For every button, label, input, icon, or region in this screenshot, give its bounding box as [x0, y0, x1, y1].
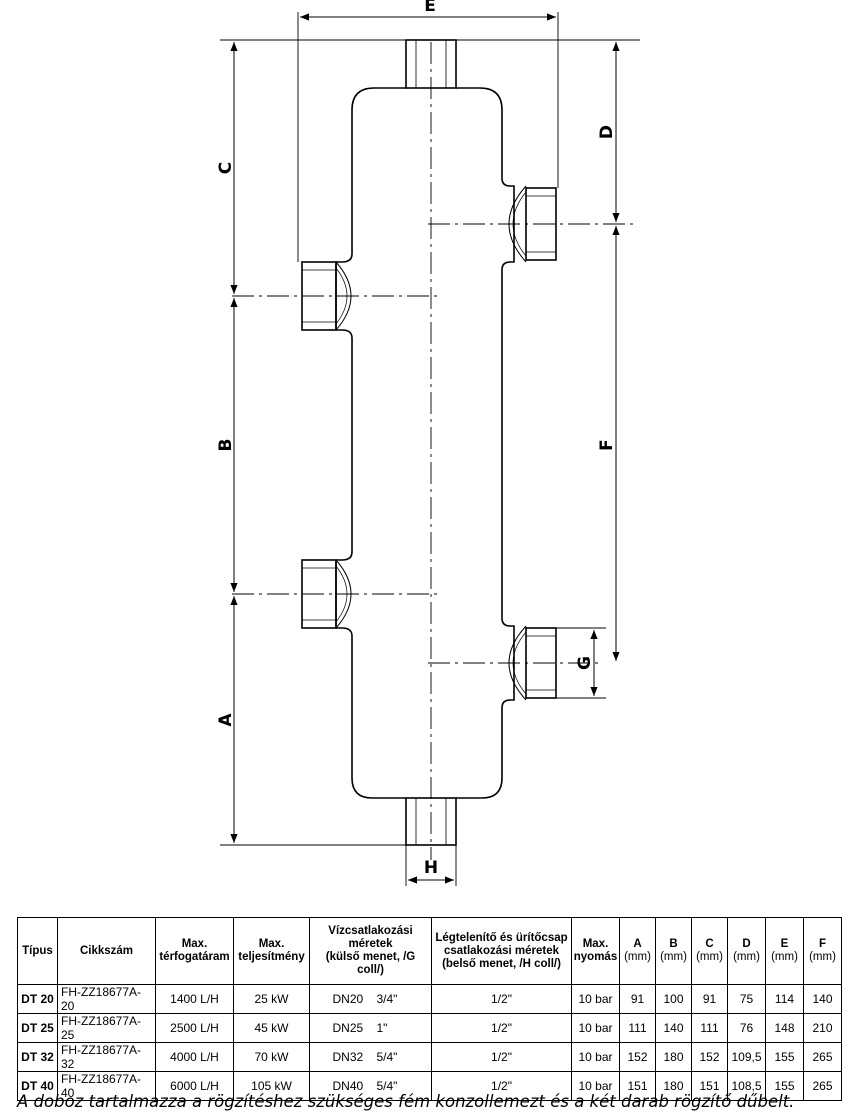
dim-label-h: H	[424, 858, 438, 878]
cell-power: 45 kW	[233, 1013, 310, 1043]
cell-a: 152	[619, 1042, 656, 1072]
cell-vent-connection: 1/2"	[431, 1013, 572, 1043]
dim-label-a: A	[216, 713, 236, 727]
table-row: DT 25 FH-ZZ18677A-25 2500 L/H 45 kW DN25…	[17, 1013, 842, 1043]
cell-power: 105 kW	[233, 1071, 310, 1101]
cell-power: 70 kW	[233, 1042, 310, 1072]
header-tipus: Típus	[17, 917, 58, 985]
dim-label-b: B	[216, 439, 236, 452]
cell-tipus: DT 20	[17, 984, 58, 1014]
dim-label-f: F	[597, 439, 617, 451]
cell-e: 114	[765, 984, 804, 1014]
cell-f: 265	[803, 1071, 842, 1101]
cell-tipus: DT 32	[17, 1042, 58, 1072]
table-row: DT 40 FH-ZZ18677A-40 6000 L/H 105 kW DN4…	[17, 1071, 842, 1101]
cell-d: 109,5	[727, 1042, 766, 1072]
cell-f: 210	[803, 1013, 842, 1043]
header-power: Max.teljesítmény	[233, 917, 310, 985]
cell-b: 180	[655, 1071, 692, 1101]
dim-label-c: C	[216, 162, 236, 174]
cell-c: 111	[691, 1013, 728, 1043]
header-a: A(mm)	[619, 917, 656, 985]
cell-e: 155	[765, 1042, 804, 1072]
cell-cikkszam: FH-ZZ18677A-20	[57, 984, 156, 1014]
cell-vent-connection: 1/2"	[431, 1042, 572, 1072]
header-cikkszam: Cikkszám	[57, 917, 156, 985]
header-e: E(mm)	[765, 917, 804, 985]
cell-d: 76	[727, 1013, 766, 1043]
cell-flow: 2500 L/H	[155, 1013, 234, 1043]
cell-pressure: 10 bar	[571, 1071, 620, 1101]
header-flow: Max.térfogatáram	[155, 917, 234, 985]
header-pressure: Max.nyomás	[571, 917, 620, 985]
cell-b: 180	[655, 1042, 692, 1072]
cell-pressure: 10 bar	[571, 1013, 620, 1043]
cell-d: 75	[727, 984, 766, 1014]
cell-f: 140	[803, 984, 842, 1014]
cell-tipus: DT 25	[17, 1013, 58, 1043]
table-row: DT 32 FH-ZZ18677A-32 4000 L/H 70 kW DN32…	[17, 1042, 842, 1072]
spec-table: Típus Cikkszám Max.térfogatáram Max.telj…	[17, 917, 842, 1101]
cell-vent-connection: 1/2"	[431, 1071, 572, 1101]
cell-a: 91	[619, 984, 656, 1014]
header-c: C(mm)	[691, 917, 728, 985]
cell-vent-connection: 1/2"	[431, 984, 572, 1014]
cell-a: 111	[619, 1013, 656, 1043]
cell-flow: 6000 L/H	[155, 1071, 234, 1101]
dim-label-d: D	[597, 125, 617, 139]
cell-cikkszam: FH-ZZ18677A-32	[57, 1042, 156, 1072]
header-f: F(mm)	[803, 917, 842, 985]
table-header-row: Típus Cikkszám Max.térfogatáram Max.telj…	[17, 917, 842, 985]
header-b: B(mm)	[655, 917, 692, 985]
dim-label-e: E	[424, 0, 436, 16]
header-d: D(mm)	[727, 917, 766, 985]
cell-flow: 1400 L/H	[155, 984, 234, 1014]
cell-power: 25 kW	[233, 984, 310, 1014]
cell-d: 108,5	[727, 1071, 766, 1101]
dim-label-g: G	[575, 656, 595, 670]
cell-b: 140	[655, 1013, 692, 1043]
cell-c: 152	[691, 1042, 728, 1072]
cell-b: 100	[655, 984, 692, 1014]
cell-f: 265	[803, 1042, 842, 1072]
cell-pressure: 10 bar	[571, 1042, 620, 1072]
body-outline	[335, 87, 515, 799]
cell-flow: 4000 L/H	[155, 1042, 234, 1072]
footnote: A doboz tartalmazza a rögzítéshez szüksé…	[17, 1092, 795, 1111]
cell-cikkszam: FH-ZZ18677A-25	[57, 1013, 156, 1043]
cell-e: 148	[765, 1013, 804, 1043]
cell-pressure: 10 bar	[571, 984, 620, 1014]
hydraulic-separator-drawing: E C B A D F G H	[216, 0, 640, 886]
cell-c: 91	[691, 984, 728, 1014]
table-row: DT 20 FH-ZZ18677A-20 1400 L/H 25 kW DN20…	[17, 984, 842, 1014]
